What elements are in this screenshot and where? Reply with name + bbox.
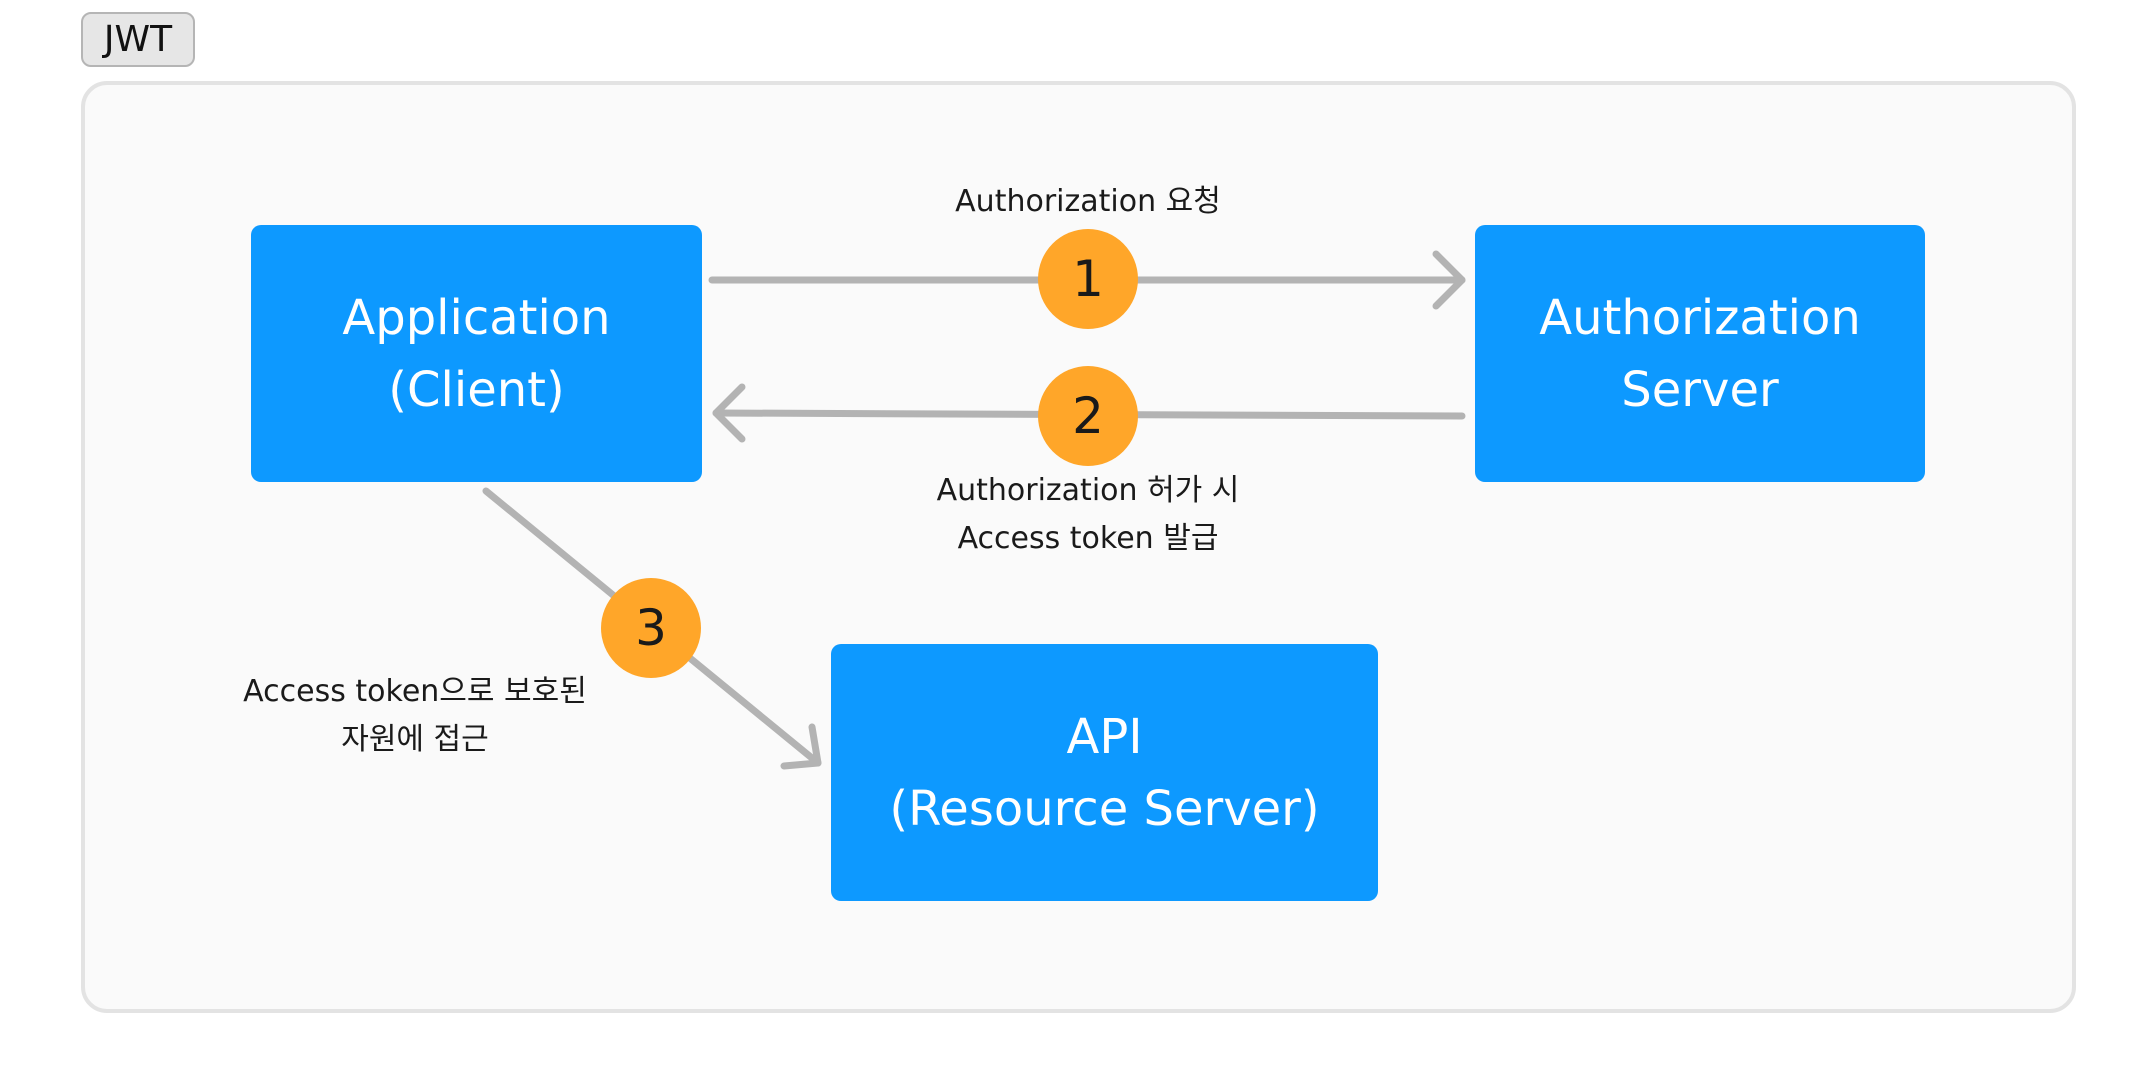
step-2-label: Authorization 허가 시 Access token 발급	[888, 467, 1288, 563]
step-3-label-line-2: 자원에 접근	[341, 722, 489, 757]
node-subtitle: Server	[1621, 361, 1779, 418]
arrow-access-head	[780, 723, 822, 770]
node-title: Application	[342, 289, 611, 346]
step-2-label-line-1: Authorization 허가 시	[936, 473, 1240, 508]
step-1-badge: 1	[1038, 229, 1138, 329]
step-3-label: Access token으로 보호된 자원에 접근	[215, 668, 615, 764]
step-3-badge: 3	[601, 578, 701, 678]
arrow-token-head	[712, 383, 746, 443]
step-1-label-line: Authorization 요청	[955, 184, 1221, 219]
authorization-server-node: Authorization Server	[1475, 225, 1925, 482]
jwt-tag: JWT	[81, 12, 195, 67]
step-1-label: Authorization 요청	[888, 178, 1288, 226]
node-subtitle: (Resource Server)	[889, 780, 1320, 837]
node-title: API	[1066, 708, 1143, 765]
step-2-badge: 2	[1038, 366, 1138, 466]
step-3-label-line-1: Access token으로 보호된	[243, 674, 587, 709]
arrow-request-head	[1432, 250, 1466, 310]
api-resource-server-node: API (Resource Server)	[831, 644, 1378, 901]
application-client-node: Application (Client)	[251, 225, 702, 482]
step-2-label-line-2: Access token 발급	[957, 521, 1219, 556]
node-subtitle: (Client)	[388, 361, 565, 418]
node-title: Authorization	[1539, 289, 1861, 346]
